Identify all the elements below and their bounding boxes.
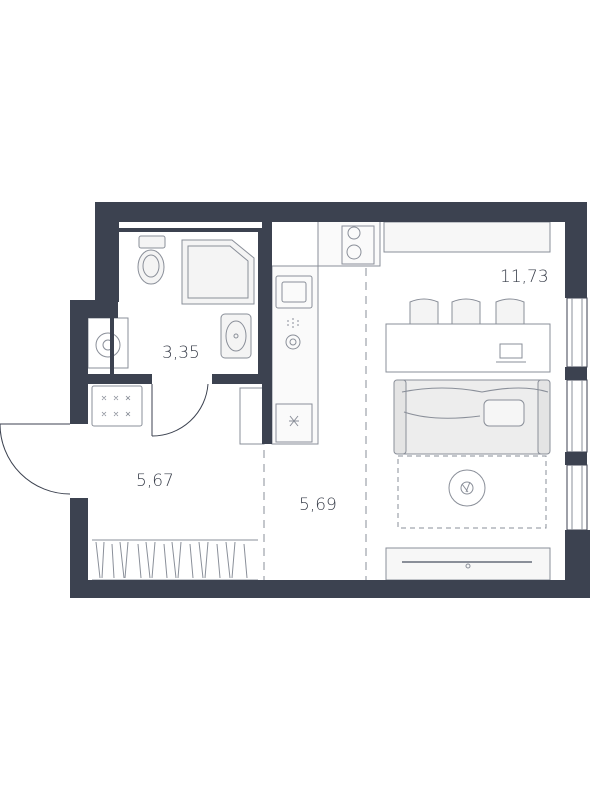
- furniture-layer: [87, 219, 551, 581]
- room-area-living: 11,73: [500, 267, 549, 287]
- doors: [0, 383, 209, 495]
- wardrobe-icon: [92, 539, 258, 581]
- coffee-table-icon: [448, 469, 486, 507]
- rug: [397, 455, 547, 529]
- door-mat-icon: [91, 385, 143, 427]
- window-2: [566, 379, 588, 453]
- kitchen-cabinet: [239, 387, 265, 445]
- washing-machine-icon: [87, 317, 129, 369]
- coffee-maker-icon: [285, 318, 301, 350]
- room-labels: 3,35 5,67 5,69 11,73: [136, 267, 549, 515]
- desk-table: [385, 323, 551, 373]
- entrance-door: [0, 423, 71, 495]
- windows: [566, 297, 588, 531]
- window-3: [566, 464, 588, 531]
- room-area-hallway: 5,67: [136, 471, 174, 491]
- bathroom-sink-icon: [220, 313, 252, 359]
- tv-unit-bottom: [385, 547, 551, 581]
- kitchen-counter: [271, 219, 381, 445]
- zone-dividers: [263, 268, 367, 584]
- fridge-icon: [275, 403, 313, 443]
- stove-icon: [341, 225, 375, 265]
- room-area-kitchen: 5,69: [299, 495, 337, 515]
- walls: [70, 202, 590, 598]
- sofa-icon: [393, 379, 551, 455]
- tv-unit-top: [383, 221, 551, 253]
- kitchen-sink-icon: [275, 275, 313, 309]
- laptop-icon: [496, 343, 526, 363]
- room-area-bathroom: 3,35: [162, 343, 200, 363]
- toilet-icon: [137, 235, 166, 285]
- bathroom-door: [151, 383, 209, 437]
- dining-chairs: [409, 298, 525, 325]
- window-1: [566, 297, 588, 368]
- shower-tray-icon: [181, 239, 255, 305]
